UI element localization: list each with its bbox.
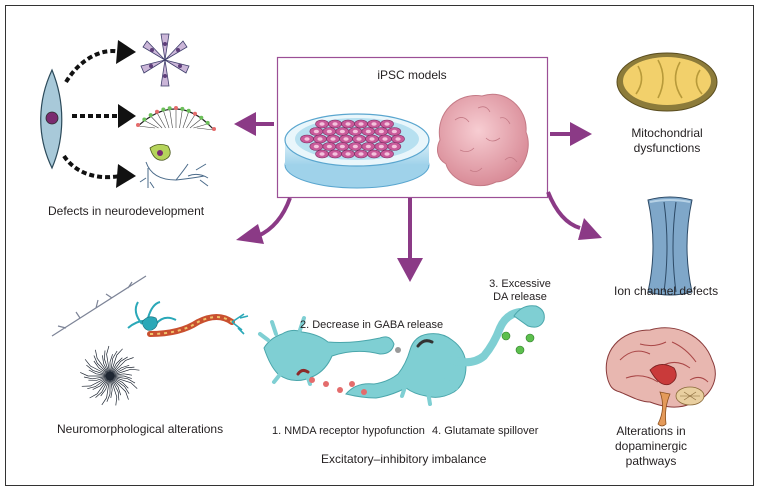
ipsc-cell [352, 134, 366, 144]
brain-illustration [605, 327, 716, 427]
ipsc-cell [328, 119, 342, 129]
cell-rosette [140, 33, 190, 87]
arrow-to-ei-imbalance [397, 198, 423, 282]
ipsc-cell [335, 142, 350, 151]
dashed-arrow-bottom [62, 154, 121, 180]
step-gaba: 2. Decrease in GABA release [300, 319, 444, 331]
ipsc-cell [378, 134, 392, 144]
ipsc-cell [339, 134, 353, 144]
label-neurodevelopment: Defects in neurodevelopment [48, 204, 205, 218]
progenitor-cell [40, 68, 63, 170]
ipsc-cell [361, 142, 376, 151]
organoid [437, 93, 529, 187]
ipsc-cell [326, 134, 340, 144]
ipsc-cell [315, 149, 329, 159]
ipsc-cell [300, 134, 314, 144]
label-dopaminergic-line1: Alterations in [616, 424, 686, 438]
ipsc-cell [348, 127, 363, 136]
ipsc-cell [367, 149, 381, 159]
ipsc-cells [300, 119, 405, 159]
arrow-to-ion-channel [546, 191, 602, 240]
arrow-to-mitochondria [550, 122, 592, 146]
ipsc-cell [309, 142, 324, 151]
label-neuromorphological: Neuromorphological alterations [57, 422, 224, 436]
dashed-arrow-top [64, 49, 121, 84]
label-mitochondrial-line2: dysfunctions [633, 141, 701, 155]
step-da: 3. Excessive DA release [480, 278, 560, 304]
ipsc-cell [380, 119, 394, 129]
ipsc-cell [309, 127, 324, 136]
mitochondrion [616, 52, 718, 112]
neuromorphology-illustration [51, 275, 249, 406]
arrow-to-neurodevelopment [234, 112, 274, 136]
ipsc-cell [374, 142, 389, 151]
ipsc-cell [367, 119, 381, 129]
ipsc-cell [322, 127, 337, 136]
step-da-line2: DA release [493, 291, 547, 303]
label-ei-imbalance: Excitatory–inhibitory imbalance [321, 452, 487, 466]
ipsc-cell [348, 142, 363, 151]
label-dopaminergic-line2: dopaminergic [614, 439, 688, 453]
ipsc-cell [354, 119, 368, 129]
ion-channel [647, 196, 693, 296]
ipsc-cell [335, 127, 350, 136]
center-title: iPSC models [377, 68, 447, 82]
outer-frame [5, 5, 754, 486]
ipsc-cell [361, 127, 376, 136]
label-mitochondrial: Mitochondrial dysfunctions [612, 126, 722, 156]
ipsc-cell [322, 142, 337, 151]
label-ion-channel: Ion channel defects [614, 284, 719, 298]
ipsc-cell [387, 142, 402, 151]
ipsc-cell [341, 149, 355, 159]
synapse-illustration [258, 305, 545, 406]
cortical-plate [136, 106, 216, 131]
ipsc-cell [391, 134, 405, 144]
ipsc-cell [380, 149, 394, 159]
step-nmda: 1. NMDA receptor hypofunction [272, 425, 425, 437]
ipsc-cell [315, 119, 329, 129]
ipsc-cell [374, 127, 389, 136]
ipsc-cell [328, 149, 342, 159]
step-glutamate: 4. Glutamate spillover [432, 425, 539, 437]
label-mitochondrial-line1: Mitochondrial [631, 126, 703, 140]
migrating-neuron [139, 144, 209, 189]
ipsc-cell [354, 149, 368, 159]
ipsc-cell [341, 119, 355, 129]
label-dopaminergic: Alterations in dopaminergic pathways [596, 424, 706, 469]
ipsc-cell [365, 134, 379, 144]
step-da-line1: 3. Excessive [489, 278, 551, 290]
ipsc-cell [313, 134, 327, 144]
label-dopaminergic-line3: pathways [625, 454, 677, 468]
ipsc-cell [387, 127, 402, 136]
arrow-to-neuromorphology [236, 197, 292, 244]
